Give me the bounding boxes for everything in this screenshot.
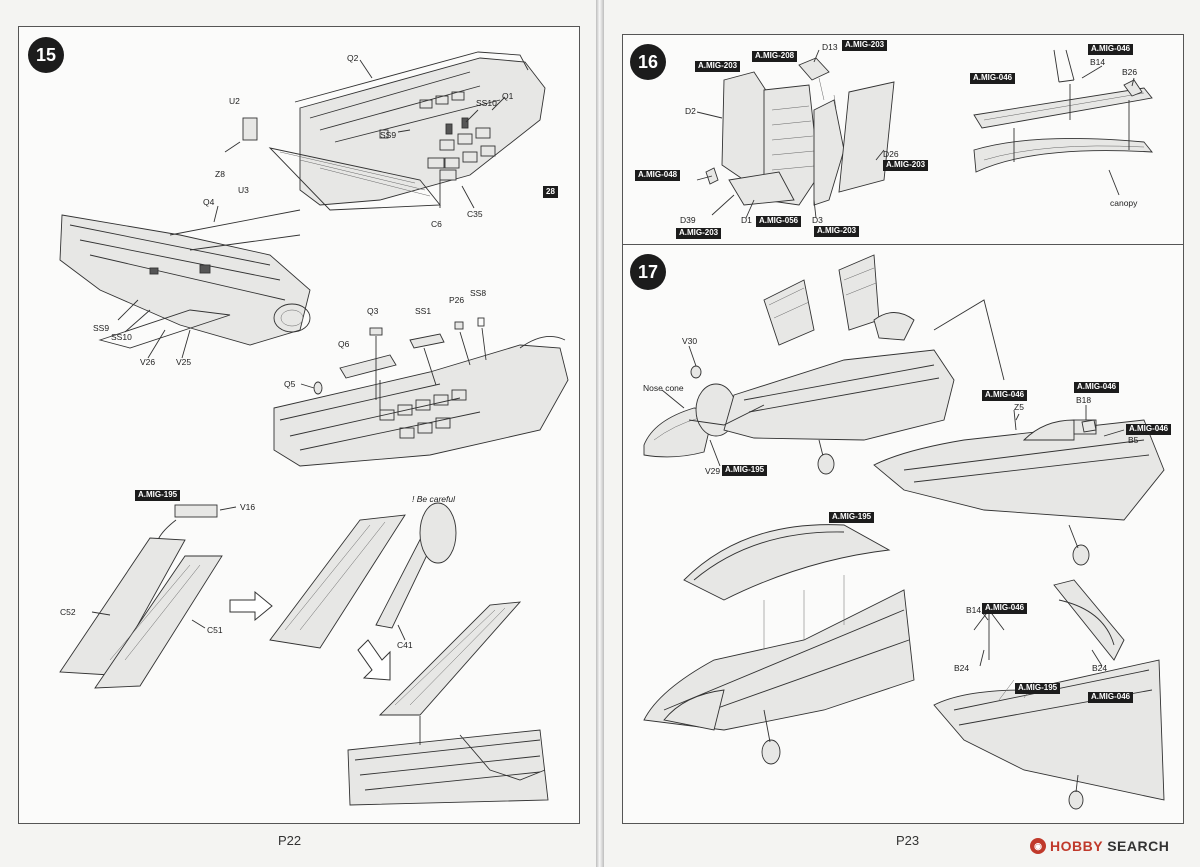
- paint-code-mig203-top: A.MIG-203: [842, 40, 888, 51]
- part-label-ss9-top: SS9: [380, 130, 397, 140]
- part-label-c6: C6: [431, 219, 442, 229]
- part-label-d3: D3: [812, 215, 823, 225]
- part-label-ss8: SS8: [470, 288, 487, 298]
- part-label-d1: D1: [741, 215, 752, 225]
- part-label-q1: Q1: [502, 91, 514, 101]
- part-label-z5: Z5: [1014, 402, 1024, 412]
- page-right: 16 17: [604, 0, 1200, 867]
- paint-code-mig195-bottom: A.MIG-195: [1015, 683, 1061, 694]
- part-label-v30: V30: [682, 336, 698, 346]
- box-28: 28: [543, 186, 558, 198]
- part-label-b14-s16: B14: [1090, 57, 1106, 67]
- step-15-drawing: [59, 51, 569, 806]
- paint-code-mig046-b5: A.MIG-046: [1126, 424, 1172, 435]
- part-label-b24-right: B24: [1092, 663, 1108, 673]
- page-number-right: P23: [896, 833, 920, 848]
- part-label-c41: C41: [397, 640, 413, 650]
- watermark: ◉ HOBBY SEARCH: [1030, 838, 1169, 854]
- part-label-b14-s17: B14: [966, 605, 982, 615]
- step-16-badge: 16: [630, 44, 666, 80]
- be-careful-note: ! Be careful: [412, 494, 455, 504]
- step-17-badge: 17: [630, 254, 666, 290]
- paint-code-mig203-left: A.MIG-203: [695, 61, 741, 72]
- paint-code-mig046-left: A.MIG-046: [970, 73, 1016, 84]
- part-label-b5: B5: [1128, 435, 1139, 445]
- paint-code-mig203-d26: A.MIG-203: [883, 160, 929, 171]
- step-15-badge: 15: [28, 37, 64, 73]
- part-label-d26: D26: [883, 149, 899, 159]
- part-label-nose-cone: Nose cone: [643, 383, 684, 393]
- part-label-q6: Q6: [338, 339, 350, 349]
- part-label-ss1: SS1: [415, 306, 432, 316]
- paint-code-mig056: A.MIG-056: [756, 216, 802, 227]
- paint-code-mig203-bottom-left: A.MIG-203: [676, 228, 722, 239]
- part-label-d39: D39: [680, 215, 696, 225]
- spine-fuselage-illustration: [273, 317, 569, 467]
- page-left: 15: [0, 0, 596, 867]
- cockpit-assembly-illustration: [873, 409, 1165, 566]
- part-label-c52: C52: [60, 607, 76, 617]
- part-label-q3: Q3: [367, 306, 379, 316]
- part-label-z8: Z8: [215, 169, 225, 179]
- nose-assembly-illustration: [643, 254, 1005, 475]
- paint-code-mig046-b18: A.MIG-046: [1074, 382, 1120, 393]
- canopy-install-illustration: [643, 524, 915, 765]
- book-gutter: [596, 0, 604, 867]
- part-label-p26: P26: [449, 295, 465, 305]
- fin-assembly-illustration: [59, 502, 549, 806]
- part-label-q2: Q2: [347, 53, 359, 63]
- paint-code-mig048: A.MIG-048: [635, 170, 681, 181]
- part-label-d2: D2: [685, 106, 696, 116]
- mid-fuselage-illustration: [59, 205, 311, 349]
- paint-code-mig046-b14: A.MIG-046: [982, 603, 1028, 614]
- part-label-ss10-top: SS10: [476, 98, 497, 108]
- part-label-c35: C35: [467, 209, 483, 219]
- ejection-seat-illustration: [705, 57, 895, 206]
- top-fuselage-illustration: [224, 51, 546, 211]
- paint-code-mig046-top: A.MIG-046: [1088, 44, 1134, 55]
- part-label-canopy: canopy: [1110, 198, 1138, 208]
- part-label-q4: Q4: [203, 197, 215, 207]
- part-label-u2: U2: [229, 96, 240, 106]
- paint-code-mig046-z5: A.MIG-046: [982, 390, 1028, 401]
- part-label-b18: B18: [1076, 395, 1092, 405]
- paint-code-mig203-bottom-right: A.MIG-203: [814, 226, 860, 237]
- part-label-b24-left: B24: [954, 663, 970, 673]
- part-label-v25: V25: [176, 357, 192, 367]
- paint-code-mig195: A.MIG-195: [135, 490, 181, 501]
- page-number-left: P22: [278, 833, 302, 848]
- part-label-d13: D13: [822, 42, 838, 52]
- paint-code-mig208: A.MIG-208: [752, 51, 798, 62]
- part-label-v16: V16: [240, 502, 256, 512]
- paint-code-mig046-bottom: A.MIG-046: [1088, 692, 1134, 703]
- part-label-v29: V29: [705, 466, 721, 476]
- part-label-b26: B26: [1122, 67, 1138, 77]
- paint-code-mig195-canopy: A.MIG-195: [829, 512, 875, 523]
- paint-code-mig195-v29: A.MIG-195: [722, 465, 768, 476]
- watermark-logo-icon: ◉: [1030, 838, 1046, 854]
- part-label-ss9: SS9: [93, 323, 110, 333]
- part-label-q5: Q5: [284, 379, 296, 389]
- part-label-u3: U3: [238, 185, 249, 195]
- canopy-frame-illustration: [973, 49, 1153, 173]
- part-label-v26: V26: [140, 357, 156, 367]
- part-label-c51: C51: [207, 625, 223, 635]
- steps-16-17-drawing: [643, 49, 1165, 810]
- part-label-ss10: SS10: [111, 332, 132, 342]
- watermark-text: HOBBY SEARCH: [1050, 838, 1170, 854]
